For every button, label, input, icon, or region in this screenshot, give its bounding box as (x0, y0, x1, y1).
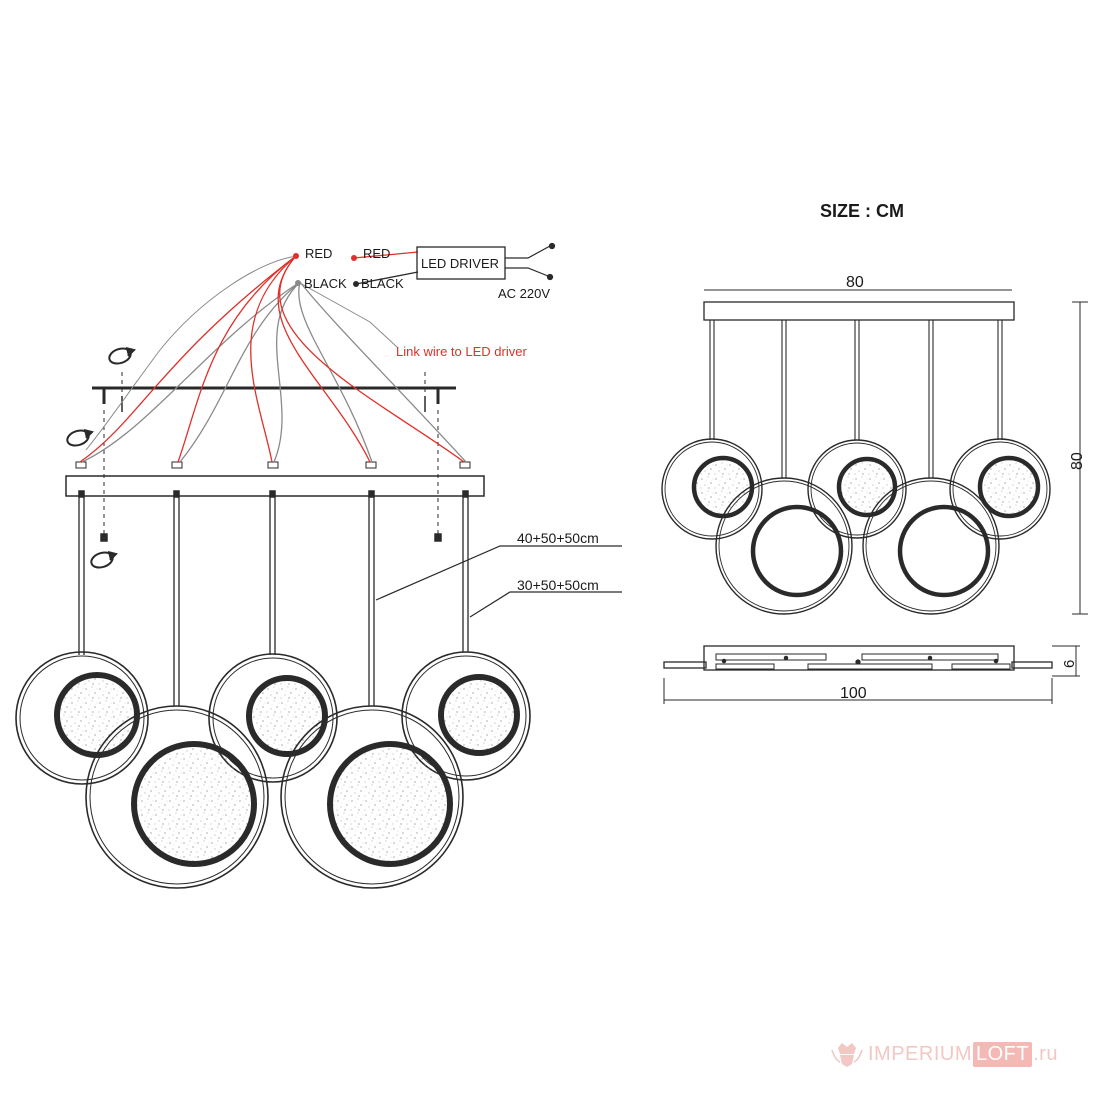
dim-total-width: 100 (840, 685, 867, 702)
rotate-arrow-icon (90, 551, 118, 569)
ac-voltage-label: AC 220V (498, 286, 550, 301)
crown-crest-icon (831, 1043, 863, 1067)
led-driver-connection (293, 242, 556, 349)
label-black-1: BLACK (304, 276, 347, 291)
label-red-1: RED (305, 246, 332, 261)
watermark: IMPERIUM LOFT .ru (830, 1040, 1058, 1068)
watermark-text-2: LOFT (973, 1041, 1033, 1067)
ring-large-1 (85, 705, 269, 889)
dim-top-width: 80 (846, 274, 864, 291)
wire-length-leader-1 (375, 545, 622, 601)
dimension-drawing: SIZE : CM 80 (661, 201, 1088, 704)
label-black-2: BLACK (361, 276, 404, 291)
wire-connectors (75, 461, 471, 469)
link-wire-label: Link wire to LED driver (396, 344, 527, 359)
front-view-bar (703, 301, 1015, 321)
top-view-plate (703, 645, 1015, 671)
watermark-text-1: IMPERIUM (868, 1042, 972, 1065)
installation-diagram (15, 347, 622, 889)
wiring (79, 255, 467, 463)
diagram-labels: RED RED BLACK BLACK LED DRIVER AC 220V L… (304, 246, 599, 593)
size-unit-label: SIZE : CM (820, 201, 904, 221)
rotate-arrow-icon (108, 347, 136, 365)
label-red-2: RED (363, 246, 390, 261)
wire-length-label-2: 30+50+50cm (517, 577, 599, 593)
dim-height: 80 (1069, 452, 1086, 470)
rotate-arrow-icon (66, 429, 94, 447)
suspension-rods (78, 497, 469, 706)
led-driver-label: LED DRIVER (421, 256, 499, 271)
led-driver-box (416, 246, 506, 280)
ring-small-3 (401, 651, 531, 781)
watermark-text-3: .ru (1033, 1042, 1058, 1065)
dim-depth: 6 (1061, 660, 1078, 668)
ring-large-2 (280, 705, 464, 889)
wire-length-leader-2 (469, 591, 622, 618)
wire-length-label-1: 40+50+50cm (517, 530, 599, 546)
